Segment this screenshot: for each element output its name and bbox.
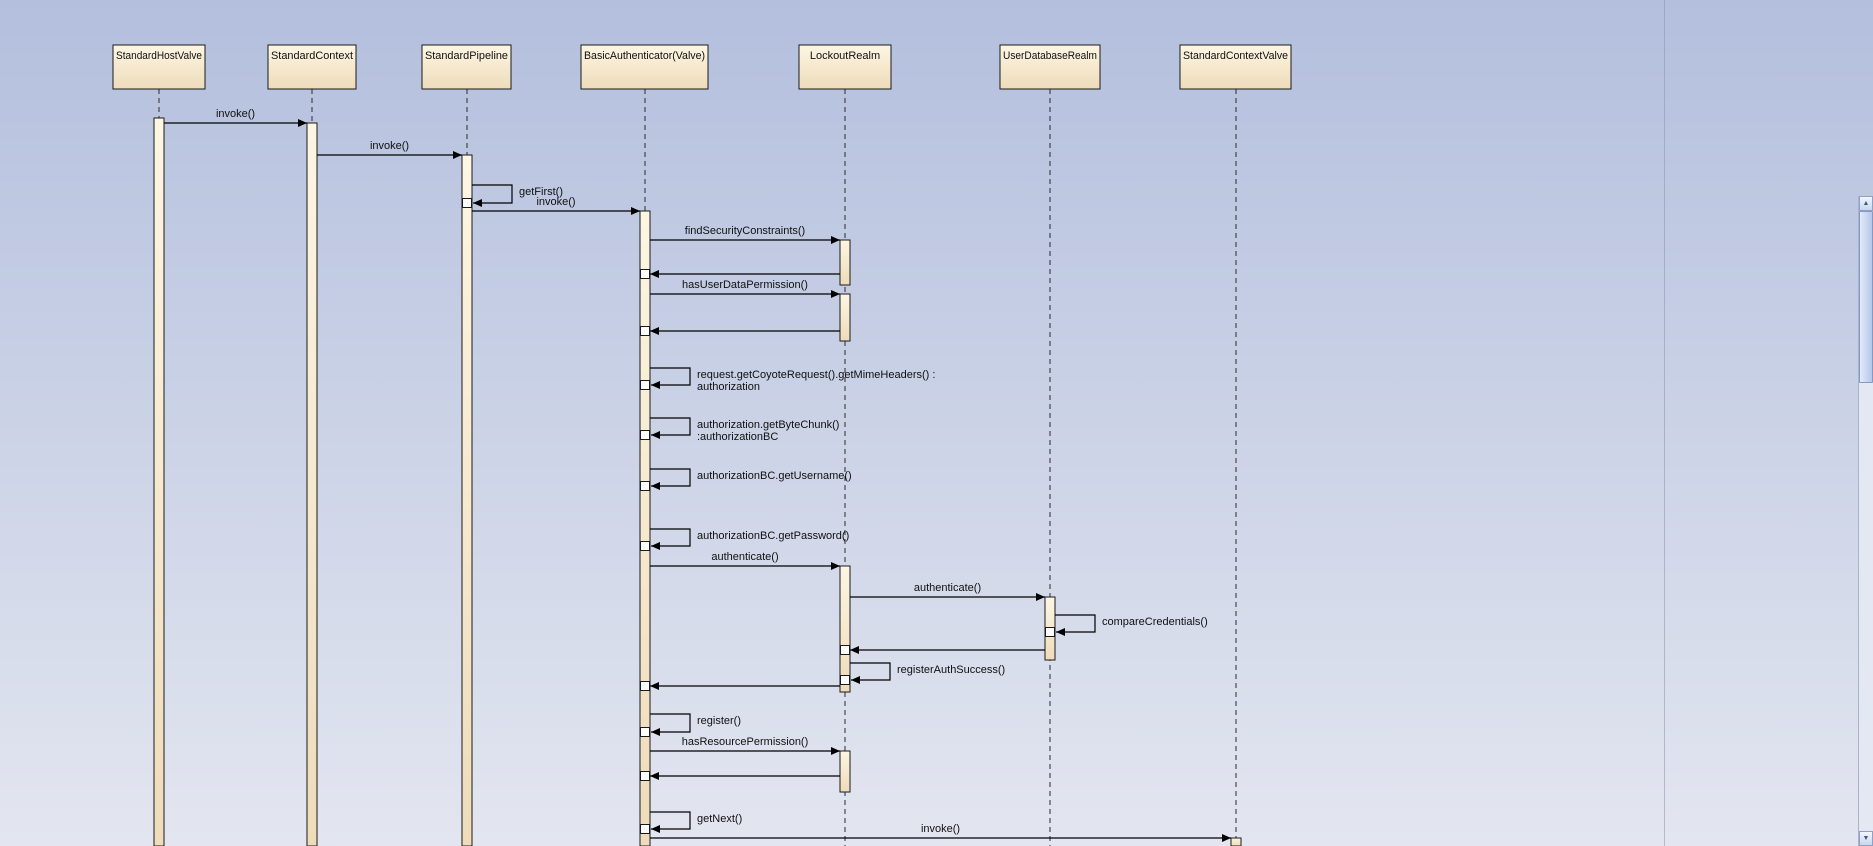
message-label[interactable]: invoke() [370,140,409,152]
message-self-authorizationbc-getpassword[interactable] [650,528,691,547]
lifeline-head-standardcontext[interactable] [267,44,357,90]
scroll-up-button[interactable]: ▲ [1859,196,1873,211]
down-arrow-icon: ▼ [1862,835,1870,842]
up-arrow-icon: ▲ [1862,200,1870,207]
lifeline-head-label: StandardContextValve [1183,50,1288,62]
arrowhead-icon [851,676,860,684]
message-label[interactable]: authenticate() [711,551,778,563]
nested-activation-marker [840,645,850,655]
activation-bar-standardpipeline[interactable] [461,154,473,846]
page-boundary-line [1664,0,1665,846]
message-label[interactable]: authenticate() [914,582,981,594]
message-label[interactable]: invoke() [216,108,255,120]
arrowhead-icon [651,482,660,490]
arrowhead-icon [651,381,660,389]
lifeline-head-userdatabaserealm[interactable] [999,44,1101,90]
message-self-register[interactable] [650,713,691,733]
message-label[interactable]: compareCredentials() [1102,616,1208,628]
nested-activation-marker [640,681,650,691]
activation-bar-lockoutrealm[interactable] [839,565,851,693]
nested-activation-marker [840,675,850,685]
arrowhead-icon [831,290,840,298]
lifeline-head-label: StandardContext [271,50,353,62]
arrowhead-icon [650,327,659,335]
activation-bar-basicauthenticator-valve[interactable] [639,210,651,846]
message-label[interactable]: invoke() [921,823,960,835]
arrowhead-icon [650,682,659,690]
lifeline-head-lockoutrealm[interactable] [798,44,892,90]
activation-bar-lockoutrealm[interactable] [839,750,851,793]
lifeline-head-label: StandardPipeline [425,50,508,62]
arrowhead-icon [1222,834,1231,842]
message-label[interactable]: authorizationBC.getPassword() [697,530,849,542]
lifeline-head-label: LockoutRealm [810,50,880,62]
lifeline-head-standardhostvalve[interactable] [112,44,206,90]
lifeline-head-basicauthenticator-valve[interactable] [580,44,709,90]
arrowhead-icon [850,646,859,654]
nested-activation-marker [640,380,650,390]
arrowhead-icon [298,119,307,127]
message-label[interactable]: invoke() [536,196,575,208]
message-label[interactable]: hasResourcePermission() [682,736,809,748]
nested-activation-marker [640,824,650,834]
message-label[interactable]: getNext() [697,813,742,825]
message-label[interactable]: hasUserDataPermission() [682,279,808,291]
message-label[interactable]: authorizationBC.getUsername() [697,470,852,482]
arrowhead-icon [631,207,640,215]
arrowhead-icon [831,562,840,570]
nested-activation-marker [640,326,650,336]
lifeline-head-label: StandardHostValve [116,50,202,62]
message-self-getnext[interactable] [650,811,691,830]
lifeline-head-standardcontextvalve[interactable] [1179,44,1292,90]
message-label[interactable]: register() [697,715,741,727]
activation-bar-lockoutrealm[interactable] [839,293,851,342]
arrowhead-icon [1036,593,1045,601]
arrowhead-icon [1056,628,1065,636]
lifeline-head-label: UserDatabaseRealm [1003,50,1097,62]
arrowhead-icon [651,431,660,439]
scrollbar-thumb[interactable] [1859,211,1873,383]
vertical-scrollbar[interactable]: ▲ ▼ [1858,196,1873,846]
message-label[interactable]: registerAuthSuccess() [897,664,1005,676]
arrowhead-icon [651,542,660,550]
nested-activation-marker [640,541,650,551]
message-self-registerauthsuccess[interactable] [850,662,891,681]
message-self-authorization-getbytechunk[interactable] [650,417,691,436]
nested-activation-marker [640,481,650,491]
nested-activation-marker [640,727,650,737]
nested-activation-marker [462,198,472,208]
arrowhead-icon [831,236,840,244]
message-self-authorizationbc-getusername[interactable] [650,468,691,487]
message-self-getfirst[interactable] [472,184,513,204]
arrowhead-icon [831,747,840,755]
arrowhead-icon [650,270,659,278]
lifeline-head-label: BasicAuthenticator(Valve) [584,50,705,62]
nested-activation-marker [1045,627,1055,637]
nested-activation-marker [640,771,650,781]
nested-activation-marker [640,430,650,440]
message-label[interactable]: findSecurityConstraints() [685,225,805,237]
message-label[interactable]: authorization [697,381,760,393]
message-label[interactable]: request.getCoyoteRequest().getMimeHeader… [697,369,935,381]
message-label[interactable]: authorization.getByteChunk() [697,419,839,431]
arrowhead-icon [650,772,659,780]
nested-activation-marker [640,269,650,279]
arrowhead-icon [651,728,660,736]
activation-bar-standardhostvalve[interactable] [153,117,165,846]
message-label[interactable]: :authorizationBC [697,431,778,443]
arrowhead-icon [473,199,482,207]
message-label[interactable]: getFirst() [519,186,563,198]
lifeline-head-standardpipeline[interactable] [421,44,512,90]
arrowhead-icon [651,825,660,833]
arrowhead-icon [453,151,462,159]
message-self-comparecredentials[interactable] [1055,614,1096,633]
activation-bar-standardcontextvalve[interactable] [1230,837,1242,846]
scroll-down-button[interactable]: ▼ [1859,831,1873,846]
activation-bar-standardcontext[interactable] [306,122,318,846]
activation-bar-lockoutrealm[interactable] [839,239,851,286]
message-self-request-getcoyoterequest-getmimeheaders[interactable] [650,367,691,386]
